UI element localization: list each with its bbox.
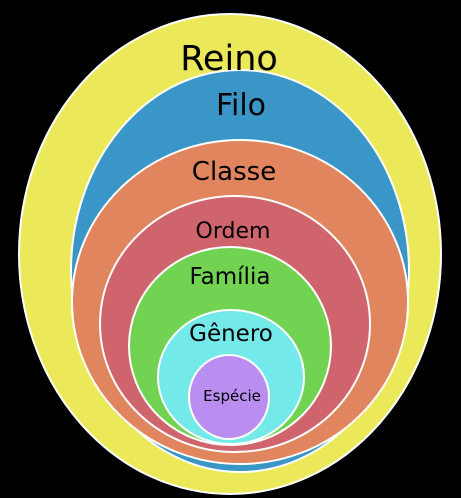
- level-especie-label: Espécie: [203, 387, 261, 405]
- level-especie-ellipse: [188, 354, 270, 440]
- level-filo-label: Filo: [216, 88, 266, 123]
- level-classe-label: Classe: [192, 157, 276, 187]
- level-genero-label: Gênero: [189, 321, 273, 347]
- level-familia-label: Família: [190, 264, 271, 290]
- level-reino-label: Reino: [180, 39, 278, 79]
- level-ordem-label: Ordem: [196, 219, 271, 244]
